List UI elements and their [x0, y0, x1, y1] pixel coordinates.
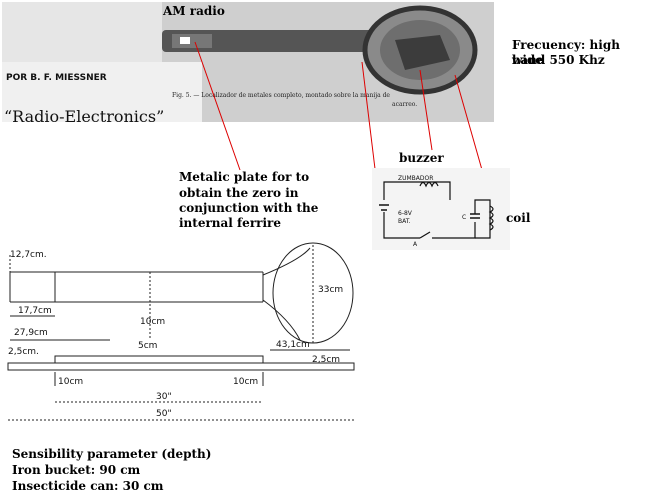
loop-upper-connector [262, 247, 311, 276]
photo-buzzer-box [395, 35, 450, 70]
switch-label: A [413, 241, 418, 248]
dim-5: 5cm [138, 341, 157, 351]
schematic-top-wire [383, 181, 451, 200]
plate-line1: Metalic plate for to [179, 170, 310, 184]
leader-buzzer [419, 69, 433, 151]
dim-50: 50" [156, 409, 172, 419]
dim-10-left: 10cm [58, 377, 83, 387]
photo-caption-line2: acarreo. [392, 101, 417, 108]
switch-symbol [419, 231, 431, 239]
dim-43-1: 43,1cm [276, 340, 310, 350]
battery-voltage-label: 6-8V [398, 210, 413, 217]
loop-lower-connector [262, 299, 301, 341]
photo-caption-line1: Fig. 5. — Localizador de metales complet… [172, 92, 390, 99]
zumbador-label: ZUMBADOR [398, 175, 433, 182]
author-label: POR B. F. MIESSNER [6, 73, 107, 83]
sensitivity-insecticide: Insecticide can: 30 cm [12, 479, 164, 493]
dim-30: 30" [156, 392, 172, 402]
frequency-line1: Frecuency: high wide [512, 38, 620, 67]
side-handle-bar [54, 355, 264, 364]
am-radio-label: AM radio [163, 4, 225, 18]
dim-2-5-right: 2,5cm [312, 355, 340, 365]
photo-left-lower [2, 62, 202, 122]
dim-10-right: 10cm [233, 377, 258, 387]
photo-radio-box [172, 34, 212, 48]
top-view-drawing [9, 242, 354, 351]
sensitivity-iron: Iron bucket: 90 cm [12, 463, 141, 477]
coil-symbol [488, 205, 494, 231]
schematic: ZUMBADOR 6-8V BAT. C A [372, 168, 510, 250]
photo-handle [162, 30, 382, 52]
dim-2-5-left: 2,5cm. [8, 347, 39, 357]
side-view-drawing [7, 355, 355, 421]
sensitivity-title: Sensibility parameter (depth) [12, 447, 212, 461]
plate-line4: internal ferrire [179, 216, 281, 230]
dim-33: 33cm [318, 285, 343, 295]
coil-label: coil [506, 211, 531, 225]
dim-12-7: 12,7cm. [10, 250, 47, 260]
dim-17-7: 17,7cm [18, 306, 52, 316]
battery-label: BAT. [398, 218, 411, 225]
photo-left-light [2, 2, 162, 62]
dim-27-9: 27,9cm [14, 328, 48, 338]
leader-plate [194, 41, 241, 171]
buzzer-label: buzzer [399, 151, 444, 165]
coil-wire [474, 199, 491, 239]
capacitor-label: C [462, 214, 466, 221]
side-base-bar [7, 362, 355, 371]
plate-line3: conjunction with the [179, 201, 319, 215]
plate-line2: obtain the zero in [179, 186, 299, 200]
schematic-bottom-wire [383, 212, 420, 239]
zumbador-coil-symbol [419, 181, 439, 188]
magazine-title: “Radio-Electronics” [4, 107, 164, 126]
photo-radio-dial [180, 37, 190, 44]
frequency-line2: band 550 Khz [512, 53, 605, 67]
dim-10-width: 10cm [140, 317, 165, 327]
